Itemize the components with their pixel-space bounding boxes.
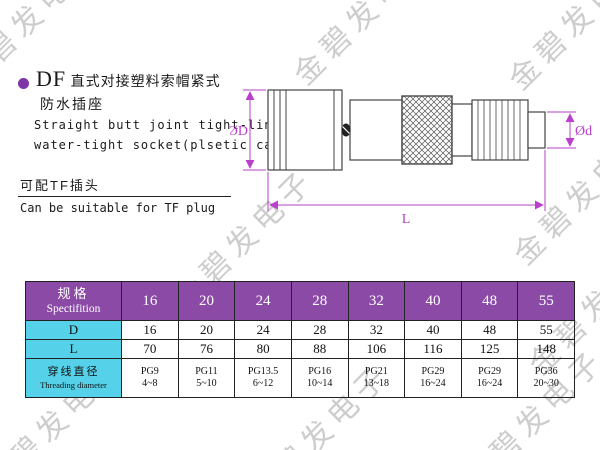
value-cell: 125 <box>460 339 519 359</box>
threading-pg: PG29 <box>478 365 501 377</box>
dim-label-length: L <box>402 212 411 227</box>
threading-cell: PG29 16~24 <box>404 358 462 398</box>
title-cn-line1: 直式对接塑料索帽紧式 <box>70 73 221 89</box>
threading-range: 20~30 <box>533 378 559 389</box>
size-header-cell: 40 <box>404 281 462 321</box>
value-cell: 32 <box>347 320 406 340</box>
screw-slot <box>342 126 350 134</box>
title-en-line2: water-tight socket(plsetic cap) <box>34 138 289 152</box>
threading-label-en: Threading diameter <box>40 379 107 390</box>
value-cell: 106 <box>347 339 406 359</box>
bullet-icon <box>18 78 29 89</box>
value-cell: 24 <box>234 320 292 340</box>
dim-label-outer-diameter: ØD <box>230 124 248 139</box>
threading-pg: PG36 <box>534 365 558 377</box>
table-row-l: L 70 76 80 88 106 116 125 148 <box>25 339 575 359</box>
table-row-threading: 穿线直径 Threading diameter PG9 4~8 PG11 5~1… <box>25 358 575 398</box>
size-header-cell: 20 <box>177 281 236 321</box>
size-header-cell: 28 <box>290 281 349 321</box>
threading-cell: PG36 20~30 <box>517 358 575 398</box>
value-cell: 40 <box>404 320 462 340</box>
size-header-cell: 48 <box>460 281 519 321</box>
spec-label-cn: 规格 <box>57 285 90 301</box>
threading-cell: PG13.5 6~12 <box>234 358 292 398</box>
threading-range: 4~8 <box>142 378 158 389</box>
body-rib-lines <box>273 90 335 170</box>
threading-range: 16~24 <box>420 378 446 389</box>
connector-drawing: ØD Ød L <box>230 89 592 227</box>
knurled-section <box>401 95 453 165</box>
threading-cell: PG29 16~24 <box>460 358 519 398</box>
threading-pg: PG16 <box>308 365 332 377</box>
size-header-cell: 32 <box>347 281 406 321</box>
value-cell: 70 <box>121 339 179 359</box>
value-cell: 80 <box>234 339 292 359</box>
threading-range: 6~12 <box>252 378 274 389</box>
threading-pg: PG21 <box>364 365 388 377</box>
threading-pg: PG11 <box>195 365 218 377</box>
note-divider <box>18 196 231 197</box>
size-header-cell: 55 <box>517 281 575 321</box>
value-cell: 20 <box>177 320 236 340</box>
size-header-cell: 24 <box>234 281 292 321</box>
gland-ridge-lines <box>477 100 521 160</box>
value-cell: 16 <box>121 320 179 340</box>
row-label-cell: L <box>25 339 122 359</box>
value-cell: 116 <box>404 339 462 359</box>
threading-pg: PG13.5 <box>247 365 279 377</box>
threading-cell: PG9 4~8 <box>121 358 179 398</box>
note-cn: 可配TF插头 <box>20 178 100 193</box>
spec-header-cell: 规格 Spectifition <box>25 281 122 321</box>
threading-range: 13~18 <box>363 378 390 389</box>
threading-cell: PG16 10~14 <box>290 358 349 398</box>
model-code: DF <box>36 66 67 91</box>
threading-label-cn: 穿线直径 <box>47 365 100 378</box>
spec-label-en: Spectifition <box>46 302 101 315</box>
table-header-row: 规格 Spectifition 16 20 24 28 32 40 48 55 <box>25 281 575 321</box>
value-cell: 55 <box>517 320 575 340</box>
value-cell: 148 <box>517 339 575 359</box>
dimension-lines <box>243 89 576 211</box>
threading-cell: PG21 13~18 <box>347 358 406 398</box>
row-label-cell: D <box>25 320 122 340</box>
size-header-cell: 16 <box>121 281 179 321</box>
threading-range: 16~24 <box>476 378 503 389</box>
product-title: DF 直式对接塑料索帽紧式 <box>36 66 221 92</box>
title-cn-line2: 防水插座 <box>40 96 104 112</box>
threading-range: 10~14 <box>306 378 333 389</box>
row-label-cell: 穿线直径 Threading diameter <box>25 358 122 398</box>
threading-cell: PG11 5~10 <box>177 358 236 398</box>
value-cell: 28 <box>290 320 349 340</box>
threading-pg: PG29 <box>421 365 445 377</box>
title-en-line1: Straight butt joint tight-line <box>34 118 281 132</box>
value-cell: 88 <box>290 339 349 359</box>
threading-range: 5~10 <box>196 378 217 389</box>
value-cell: 48 <box>460 320 519 340</box>
table-row-d: D 16 20 24 28 32 40 48 55 <box>25 320 575 340</box>
value-cell: 76 <box>177 339 236 359</box>
spec-table: 规格 Spectifition 16 20 24 28 32 40 48 55 … <box>25 281 575 398</box>
threading-pg: PG9 <box>140 365 159 377</box>
note-en: Can be suitable for TF plug <box>20 201 216 215</box>
dim-label-inner-diameter: Ød <box>575 124 592 139</box>
